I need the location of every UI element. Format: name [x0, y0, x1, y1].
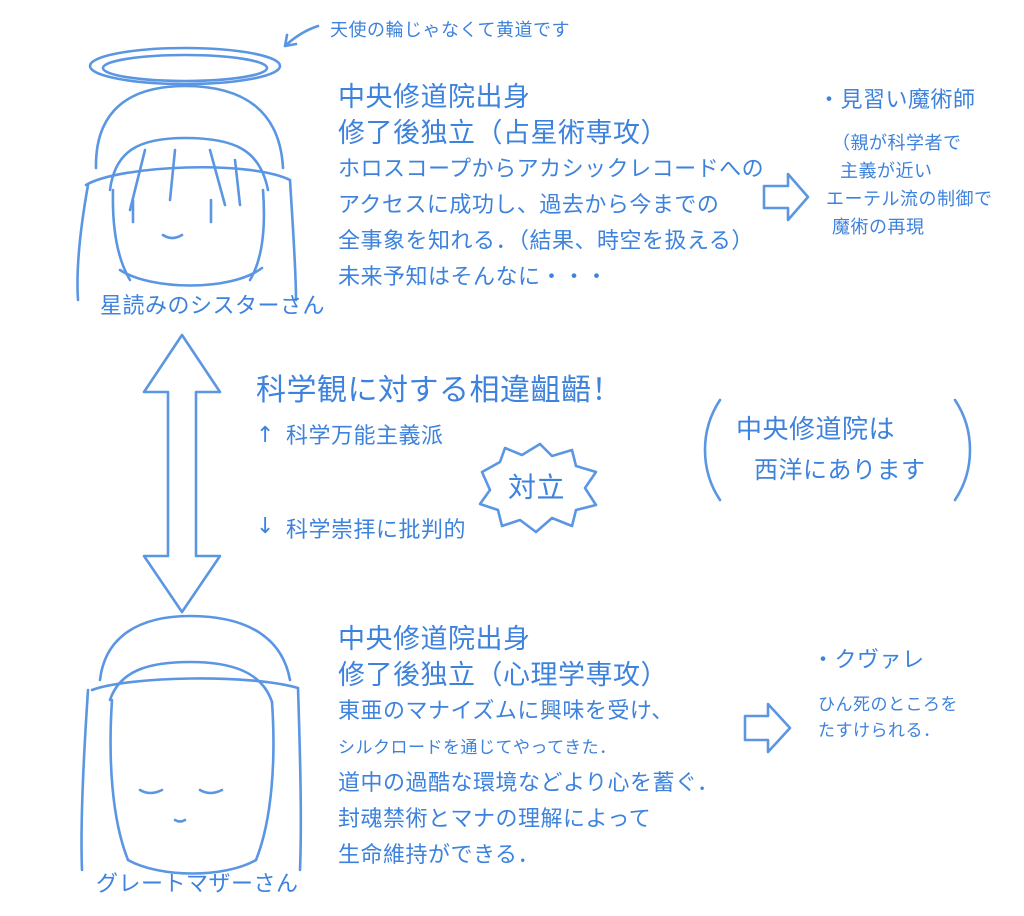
sister-trait-title: ・見習い魔術師	[818, 88, 976, 113]
critical-science-label: 科学崇拝に批判的	[286, 518, 467, 543]
down-glyph: ↓	[256, 514, 275, 539]
profile-line: 生命維持ができる．	[338, 843, 541, 868]
profile-line: 修了後独立（占星術専攻）	[338, 118, 668, 149]
profile-line: ホロスコープからアカシックレコードへの	[338, 157, 765, 182]
zodiac-note: 天使の輪じゃなくて黄道です	[330, 20, 570, 41]
burst-shape	[478, 442, 598, 534]
profile-line: シルクロードを通じてやってきた．	[338, 738, 617, 758]
profile-line: 封魂禁術とマナの理解によって	[338, 807, 652, 832]
vertical-double-arrow-icon	[142, 333, 222, 614]
profile-line: 修了後独立（心理学専攻）	[338, 660, 668, 691]
location-line: 中央修道院は	[736, 415, 896, 445]
conflict-headline: 科学観に対する相違齟齬！	[256, 373, 622, 408]
sister-sketch	[76, 84, 298, 302]
pro-science-label: 科学万能主義派	[286, 424, 444, 449]
profile-line: 中央修道院出身	[338, 624, 531, 655]
trait-line: 魔術の再現	[832, 217, 925, 238]
mother-caption: グレートマザーさん	[96, 872, 299, 897]
profile-line: 中央修道院出身	[338, 82, 531, 113]
profile-line: 未来予知はそんなに・・・	[338, 265, 609, 290]
sister-caption: 星読みのシスターさん	[100, 294, 326, 319]
trait-line: （親が科学者で	[832, 133, 962, 154]
profile-line: アクセスに成功し、過去から今までの	[338, 193, 720, 218]
mother-profile: 中央修道院出身 修了後独立（心理学専攻） 東亜のマナイズムに興味を受け、 シルク…	[338, 622, 719, 874]
profile-line: 道中の過酷な環境などより心を蓄ぐ．	[338, 771, 720, 796]
up-glyph: ↑	[256, 423, 275, 448]
halo-ring	[88, 46, 282, 86]
trait-line: エーテル流の制御で	[826, 189, 993, 210]
profile-line: 東亜のマナイズムに興味を受け、	[338, 699, 674, 724]
right-arrow-icon	[743, 702, 792, 754]
trait-line: たすけられる．	[818, 721, 941, 741]
trait-line: 主義が近い	[840, 161, 933, 182]
mother-sketch	[80, 614, 303, 875]
mother-trait-title: ・クヴァレ	[812, 648, 925, 673]
location-note: 中央修道院は 西洋にあります	[736, 410, 926, 490]
profile-line: 全事象を知れる．（結果、時空を扱える）	[338, 229, 754, 254]
sister-trait-lines: （親が科学者で 主義が近い エーテル流の制御で 魔術の再現	[826, 130, 993, 242]
trait-line: ひん死のところを	[818, 695, 958, 715]
mother-trait-lines: ひん死のところを たすけられる．	[818, 692, 958, 744]
conflict-burst-label: 対立	[508, 471, 566, 504]
pointer-arrow-icon	[283, 24, 320, 48]
left-paren-shape	[703, 398, 722, 502]
sister-profile: 中央修道院出身 修了後独立（占星術専攻） ホロスコープからアカシックレコードへの…	[338, 80, 764, 296]
location-line: 西洋にあります	[754, 456, 926, 484]
right-arrow-icon	[762, 172, 810, 222]
right-paren-shape	[953, 398, 972, 502]
